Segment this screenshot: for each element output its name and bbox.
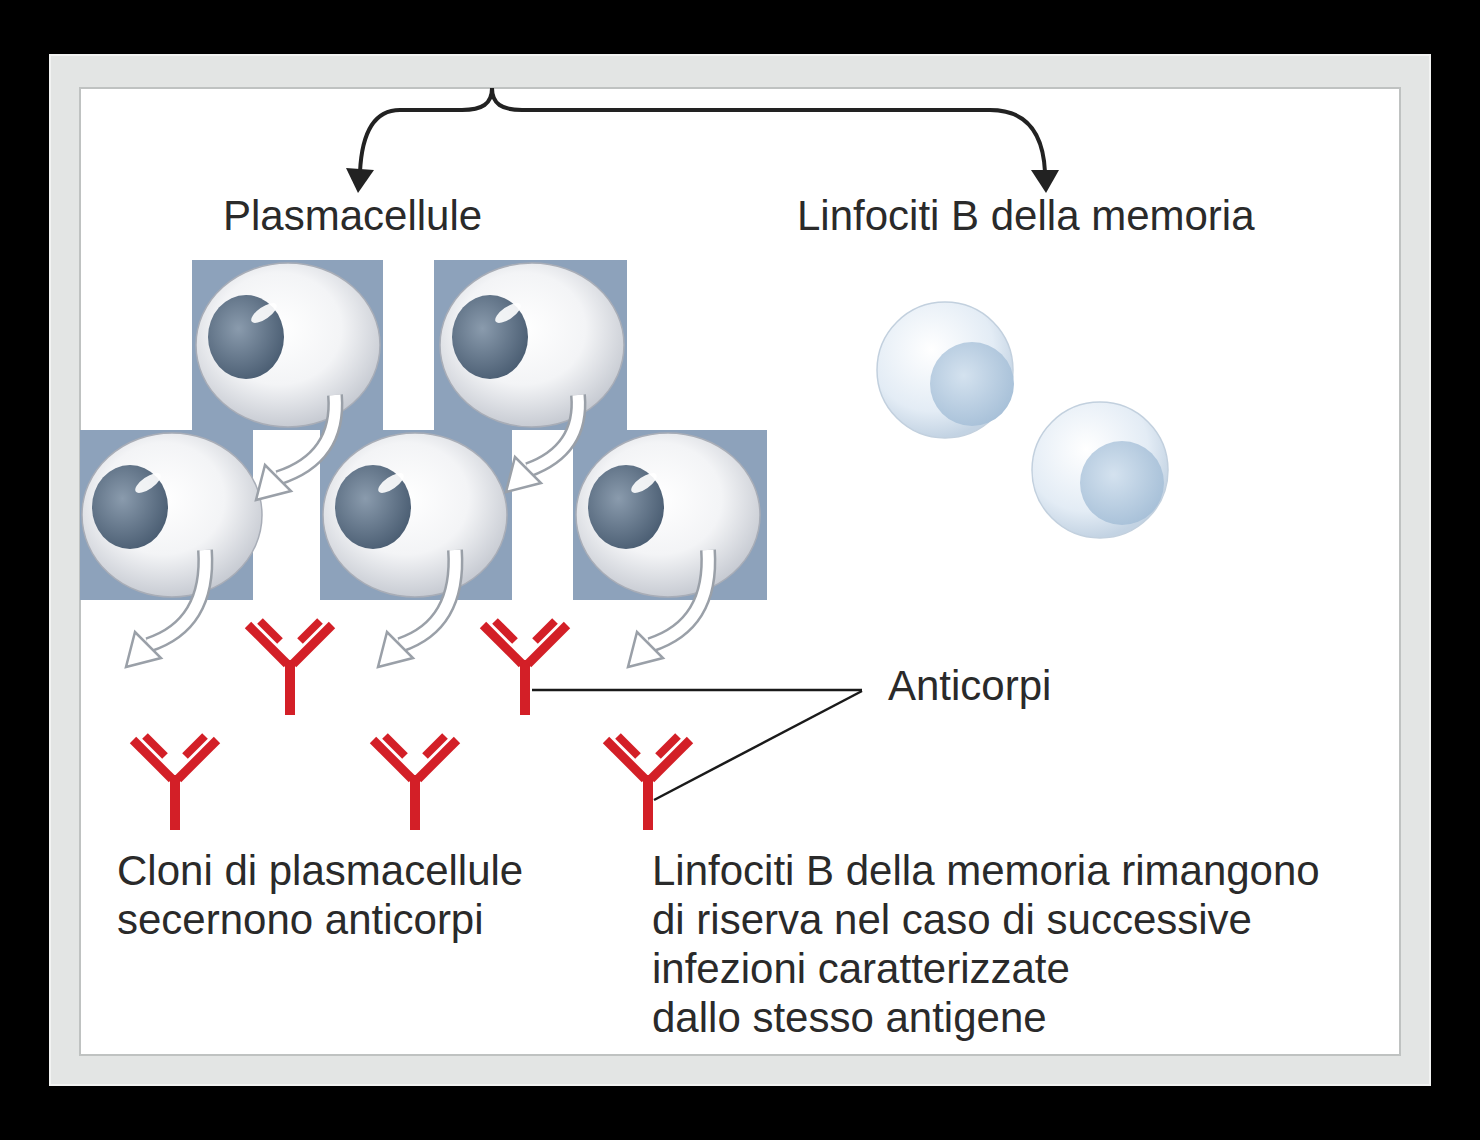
- antibody: [606, 736, 690, 830]
- arrow-head: [1031, 170, 1059, 193]
- secretion-arrow-outline: [650, 550, 708, 645]
- plasma-cell: [323, 433, 507, 597]
- plasma-cell: [440, 263, 624, 427]
- secretion-arrow-outline: [528, 395, 578, 470]
- secretion-arrow-head: [628, 632, 663, 667]
- picture-frame: [50, 55, 1430, 1085]
- cell-nucleus: [92, 465, 168, 549]
- secretion-arrow-outline: [400, 550, 455, 645]
- secretion-arrow: [278, 395, 335, 478]
- brace-arm: [360, 88, 492, 172]
- antibody: [248, 621, 332, 715]
- brace-arm: [492, 88, 1045, 172]
- nucleus-highlight: [248, 299, 279, 326]
- secretion-arrow-outline: [148, 550, 205, 645]
- plasma-cell: [576, 433, 760, 597]
- caption-note: Linfociti B della memoria rimangono di r…: [652, 846, 1320, 1042]
- antibody: [133, 736, 217, 830]
- nucleus-highlight: [132, 469, 163, 496]
- cell-nucleus: [1080, 441, 1164, 525]
- cell-nucleus: [930, 342, 1014, 426]
- plasma-cell: [196, 263, 380, 427]
- plasma-cell: [82, 433, 262, 597]
- cell-backdrop: [434, 260, 627, 430]
- cell-nucleus: [208, 295, 284, 379]
- nucleus-highlight: [492, 299, 523, 326]
- secretion-arrow-outline: [278, 395, 335, 478]
- caption-note: Cloni di plasmacellule secernono anticor…: [117, 846, 523, 944]
- cell-nucleus: [452, 295, 528, 379]
- secretion-arrow: [650, 550, 708, 645]
- cell-backdrop: [192, 260, 383, 430]
- secretion-arrow-head: [126, 632, 161, 667]
- cell-nucleus: [588, 465, 664, 549]
- memory-b-cell: [1032, 402, 1168, 538]
- secretion-arrow-head: [506, 457, 541, 492]
- white-panel: [80, 88, 1400, 1055]
- secretion-arrow-head: [378, 632, 413, 667]
- callout-label: Anticorpi: [888, 661, 1051, 711]
- memory-b-cell: [877, 302, 1013, 438]
- antibody: [373, 736, 457, 830]
- antibody: [483, 621, 567, 715]
- nucleus-highlight: [375, 469, 406, 496]
- cell-nucleus: [335, 465, 411, 549]
- cell-type-heading: Linfociti B della memoria: [797, 191, 1255, 241]
- secretion-arrow: [400, 550, 455, 645]
- nucleus-highlight: [628, 469, 659, 496]
- cell-type-heading: Plasmacellule: [223, 191, 482, 241]
- cell-backdrop: [573, 430, 767, 600]
- secretion-arrow-head: [256, 465, 291, 500]
- secretion-arrow: [528, 395, 578, 470]
- leader-line: [654, 691, 862, 800]
- cell-backdrop: [320, 430, 512, 600]
- arrow-head: [346, 168, 374, 193]
- secretion-arrow: [148, 550, 205, 645]
- leader-line: [532, 689, 862, 692]
